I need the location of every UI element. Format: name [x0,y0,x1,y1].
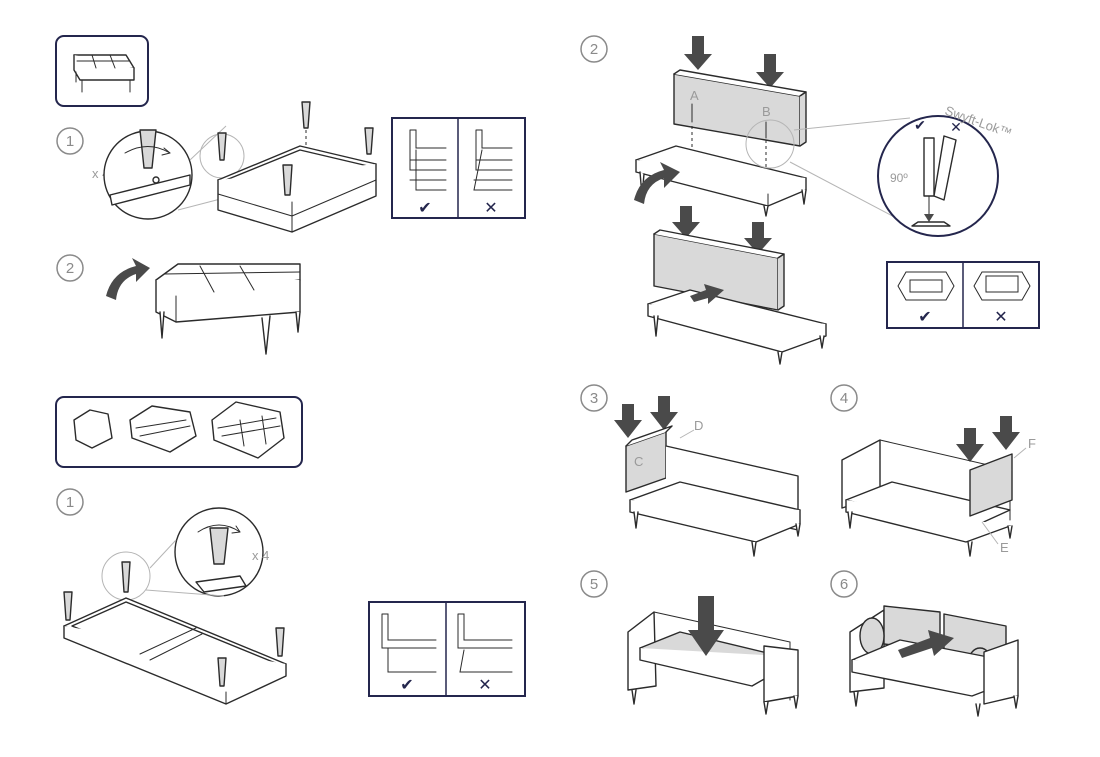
connector-bracket-icon [923,137,935,197]
arm-panel [969,453,1013,517]
step-number-badge: 5 [580,570,608,598]
angle-label: 90º [890,171,908,185]
ottoman-leg-compare-box: ✔ ✕ [391,117,526,219]
label-f: F [1028,436,1036,451]
svg-text:3: 3 [590,390,598,407]
correct-mark: ✔ [914,117,926,133]
down-arrow-icon [688,596,724,656]
down-arrow-icon [672,206,700,238]
step-number-badge: 2 [56,254,84,282]
backrest-connector-compare-box: ✔ ✕ [886,261,1040,329]
arms-step-3: 3 C D [580,384,801,557]
right-arm [763,645,799,703]
svg-text:1: 1 [66,494,74,511]
label-e: E [1000,540,1009,555]
incorrect-mark: ✕ [950,119,962,135]
armchair-icon [73,409,113,449]
right-arm [983,639,1019,705]
loveseat-icon [129,405,197,453]
leg-icon [139,129,157,169]
label-c: C [634,454,643,469]
incorrect-mark: ✕ [484,200,497,217]
step-number-badge: 1 [56,488,84,516]
step-number-badge: 4 [830,384,858,412]
svg-text:1: 1 [66,133,74,150]
label-a: A [690,88,699,103]
correct-mark: ✔ [418,200,431,217]
incorrect-mark: ✕ [478,677,491,694]
down-arrow-icon [614,404,642,438]
quantity-label: x 4 [252,548,269,563]
leg-icon [282,164,293,196]
svg-text:6: 6 [840,576,848,593]
down-arrow-icon [650,396,678,430]
correct-mark: ✔ [400,677,413,694]
sofa-leg-compare-box: ✔ ✕ [368,601,526,697]
down-arrow-icon [684,36,712,70]
down-arrow-icon [744,222,772,254]
step-number-badge: 2 [580,35,608,63]
down-arrow-icon [756,54,784,88]
step-number-badge: 6 [830,570,858,598]
step-number-badge: 1 [56,127,84,155]
correct-mark: ✔ [918,309,931,326]
connector-bracket-icon [933,135,957,201]
push-arrow-icon [690,284,724,304]
incorrect-mark: ✕ [994,309,1007,326]
push-arrow-icon [898,630,954,658]
ottoman-product-badge [55,35,149,107]
swyft-lok-callout: Swyft-Lok™ ✔ ✕ 90º [877,103,1014,237]
cushions-step-6: 6 [830,570,1019,717]
svg-text:5: 5 [590,576,598,593]
rotate-arrow-icon [634,162,680,204]
label-b: B [762,104,771,119]
svg-text:4: 4 [840,390,848,407]
ottoman-step-1: 1 x 4 [56,101,377,233]
backrest-step-2: 2 A B [580,35,911,365]
svg-text:2: 2 [590,41,598,58]
svg-text:2: 2 [66,260,74,277]
leg-icon [209,527,229,565]
down-arrow-icon [992,416,1020,450]
ottoman-step-2: 2 [56,254,301,355]
step-number-badge: 3 [580,384,608,412]
sofa-range-badge [55,396,303,468]
down-arrow-icon [956,428,984,462]
label-d: D [694,418,703,433]
arms-step-4: 4 F E [830,384,1036,557]
sofa-frame-step-1: 1 x 4 [56,488,287,705]
cushions-step-5: 5 [580,570,799,715]
flip-arrow-icon [106,258,150,300]
